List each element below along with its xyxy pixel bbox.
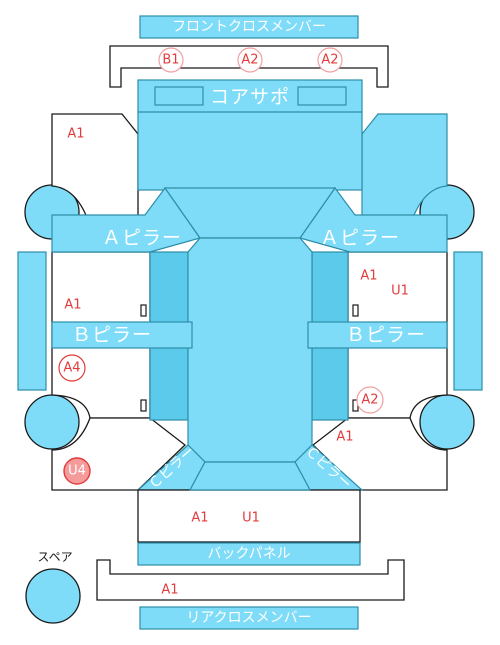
roof[interactable]	[163, 187, 337, 463]
damage-front-a2-left[interactable]: A2	[237, 47, 263, 73]
damage-rear-bumper[interactable]: A1	[161, 583, 178, 598]
front-cross-member-label: フロントクロスメンバー	[172, 19, 326, 35]
damage-rear-door-right[interactable]: A2	[356, 386, 384, 414]
svg-text:A2: A2	[361, 393, 378, 408]
right-front-door-handle	[352, 304, 359, 317]
core-support-label: コアサポ	[210, 86, 290, 108]
trunk[interactable]	[137, 489, 361, 543]
rear-left-wheel[interactable]	[24, 394, 80, 450]
front-bumper[interactable]	[109, 45, 389, 88]
rear-cross-member[interactable]: リアクロスメンバー	[139, 606, 359, 630]
svg-text:B1: B1	[162, 53, 179, 68]
damage-rear-fender-right[interactable]: A1	[336, 430, 353, 445]
left-side-sill[interactable]	[17, 251, 47, 391]
rear-cross-member-label: リアクロスメンバー	[186, 610, 311, 626]
b-pillar-right-label: Ｂピラー	[346, 324, 426, 346]
b-pillar-right[interactable]: Ｂピラー	[307, 321, 448, 349]
svg-text:A2: A2	[241, 53, 258, 68]
svg-text:A2: A2	[321, 53, 338, 68]
damage-rear-door-left[interactable]: A4	[58, 354, 86, 382]
svg-text:U4: U4	[68, 464, 86, 479]
svg-text:A4: A4	[63, 361, 80, 376]
damage-front-door-right-u[interactable]: U1	[391, 284, 409, 299]
left-rear-door-handle	[140, 399, 147, 412]
damage-rear-fender-left[interactable]: U4	[63, 457, 91, 485]
b-pillar-left[interactable]: Ｂピラー	[51, 321, 193, 349]
a-pillar-right-label: Ａピラー	[320, 227, 400, 249]
spare-tire[interactable]: スペア	[25, 550, 81, 624]
rear-right-wheel[interactable]	[419, 394, 475, 450]
right-side-sill[interactable]	[453, 251, 483, 391]
back-panel[interactable]: バックパネル	[137, 542, 361, 566]
damage-fender-left[interactable]: A1	[67, 127, 84, 142]
damage-front-door-right-a[interactable]: A1	[360, 269, 377, 284]
rear-window[interactable]	[188, 461, 312, 491]
spare-label: スペア	[37, 550, 72, 564]
rear-bumper[interactable]	[96, 559, 405, 601]
hood[interactable]: コアサポ	[137, 79, 363, 191]
left-front-door-handle	[140, 304, 147, 317]
damage-front-door-left[interactable]: A1	[64, 298, 81, 313]
damage-trunk-a[interactable]: A1	[191, 511, 208, 526]
damage-front-a2-right[interactable]: A2	[317, 47, 343, 73]
a-pillar-left-label: Ａピラー	[102, 227, 182, 249]
back-panel-label: バックパネル	[207, 546, 290, 562]
front-cross-member[interactable]: フロントクロスメンバー	[139, 15, 359, 39]
damage-trunk-u[interactable]: U1	[242, 511, 260, 526]
damage-front-b1[interactable]: B1	[158, 47, 184, 73]
b-pillar-left-label: Ｂピラー	[72, 324, 152, 346]
